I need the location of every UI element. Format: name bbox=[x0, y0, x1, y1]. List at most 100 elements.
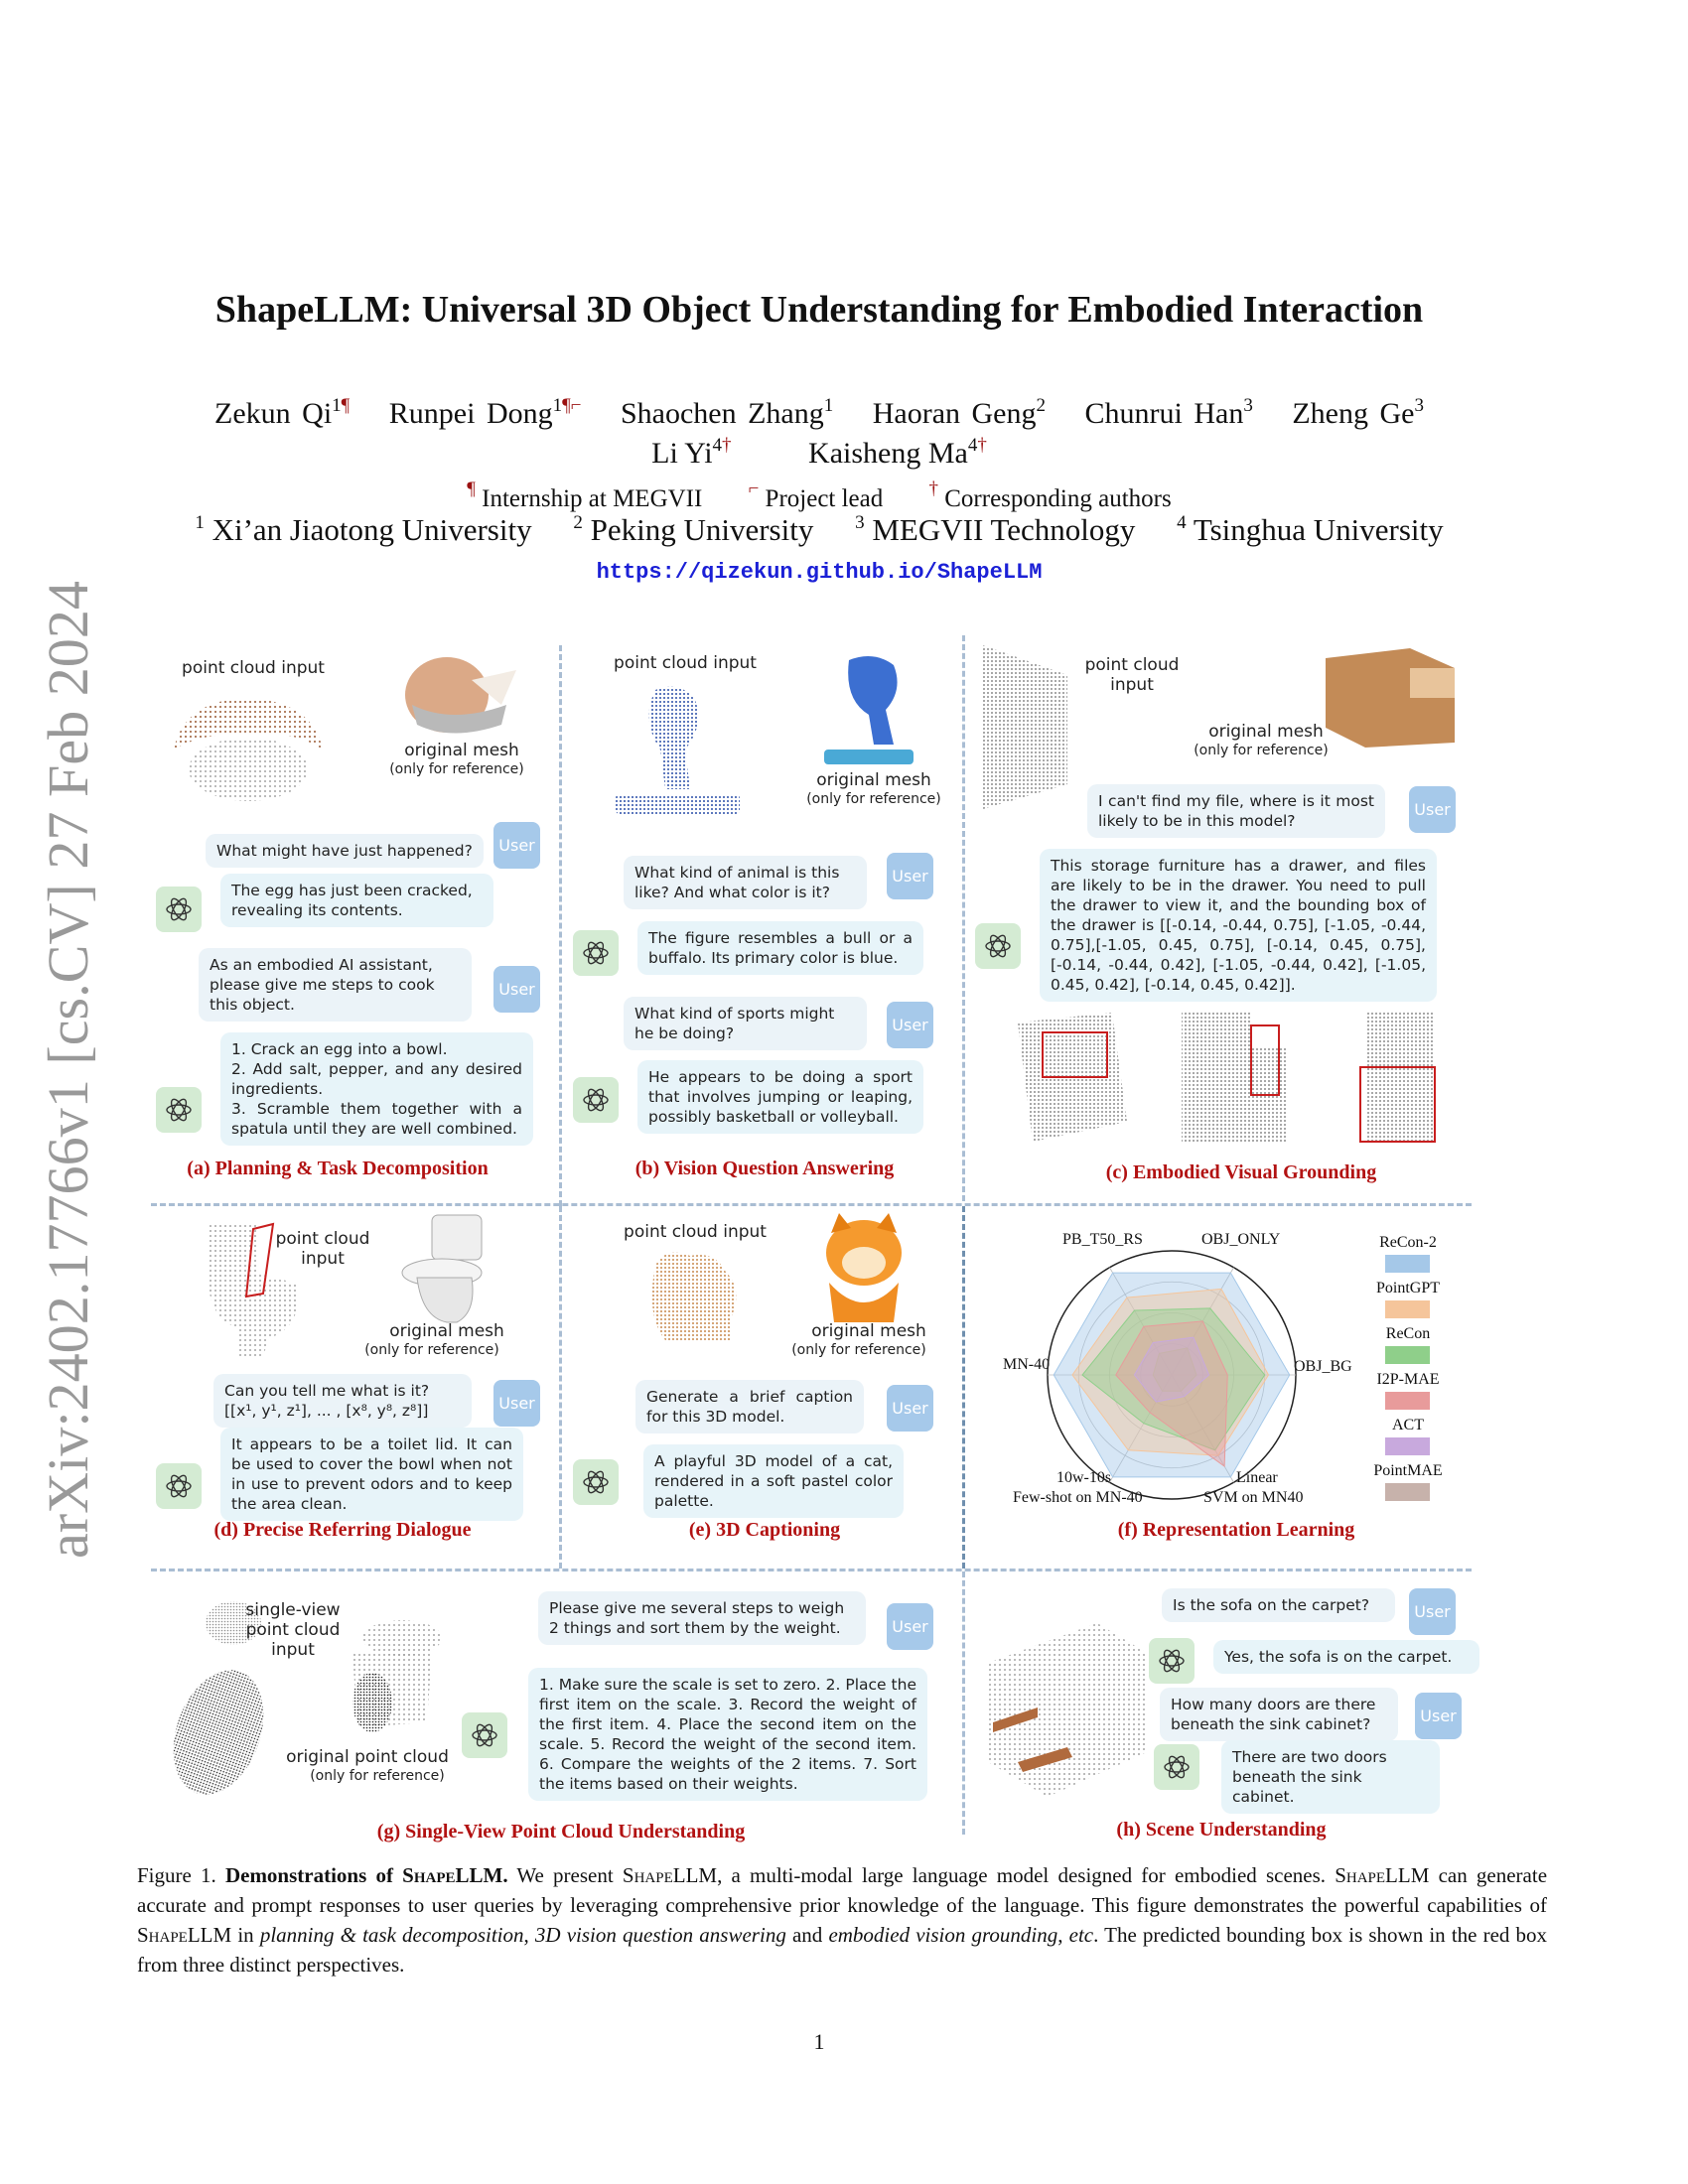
grid-divider bbox=[962, 635, 965, 1201]
caption-name: ShapeLLM bbox=[1335, 1863, 1430, 1887]
caption-text: and bbox=[791, 1923, 823, 1947]
user-question: Please give me several steps to weigh 2 … bbox=[538, 1591, 866, 1645]
author: Li Yi4† bbox=[651, 435, 732, 470]
caption-text: in bbox=[237, 1923, 254, 1947]
user-avatar: User bbox=[493, 966, 540, 1013]
axis-label-fewshot-1: 10w-10s bbox=[1056, 1469, 1112, 1486]
legend-swatch bbox=[1385, 1392, 1430, 1410]
caption-italic: planning & task decomposition bbox=[259, 1923, 524, 1947]
pc-input-label: point cloud input bbox=[624, 1222, 767, 1242]
panel-caption: (g) Single-View Point Cloud Understandin… bbox=[376, 1821, 746, 1843]
grid-divider bbox=[151, 1203, 1472, 1206]
ai-answer: This storage furniture has a drawer, and… bbox=[1040, 849, 1437, 1002]
grid-divider bbox=[151, 1569, 1472, 1571]
user-avatar: User bbox=[493, 822, 540, 869]
author: Runpei Dong1¶⌐ bbox=[388, 395, 582, 430]
user-avatar: User bbox=[1409, 786, 1456, 833]
cabinet-point-cloud bbox=[983, 645, 1067, 809]
radar-chart bbox=[1047, 1250, 1297, 1500]
caption-text: , bbox=[523, 1923, 529, 1947]
bull-point-cloud bbox=[616, 686, 740, 814]
affiliations: 1 Xi’an Jiaotong University 2 Peking Uni… bbox=[195, 512, 1444, 547]
caption-italic: embodied vision grounding bbox=[828, 1923, 1058, 1947]
user-question: Can you tell me what is it? [[x¹, y¹, z¹… bbox=[213, 1374, 472, 1428]
orig-mesh-label: original mesh bbox=[811, 1321, 926, 1341]
atom-icon bbox=[975, 923, 1021, 969]
project-url-link[interactable]: https://qizekun.github.io/ShapeLLM bbox=[596, 560, 1043, 585]
panel-caption: (f) Representation Learning bbox=[1117, 1519, 1355, 1541]
atom-icon bbox=[573, 930, 619, 976]
page-number: 1 bbox=[813, 2029, 825, 2054]
author: Chunrui Han3 bbox=[1084, 395, 1253, 430]
toilet-mesh bbox=[401, 1214, 483, 1323]
axis-label-mn40: MN-40 bbox=[1003, 1356, 1051, 1373]
single-view-point-cloud bbox=[173, 1601, 264, 1795]
user-avatar: User bbox=[493, 1380, 540, 1427]
atom-icon bbox=[156, 1463, 202, 1509]
user-question: I can't find my file, where is it most l… bbox=[1087, 784, 1385, 838]
ai-answer: 1. Make sure the scale is set to zero. 2… bbox=[528, 1668, 927, 1801]
ai-answer: The figure resembles a bull or a buffalo… bbox=[637, 921, 923, 975]
user-question: What kind of animal is this like? And wh… bbox=[624, 856, 867, 909]
legend-swatch bbox=[1385, 1483, 1430, 1501]
room-point-cloud bbox=[988, 1623, 1147, 1797]
legend-label: I2P-MAE bbox=[1376, 1371, 1440, 1388]
egg-point-cloud bbox=[174, 698, 323, 801]
author: Zekun Qi1¶ bbox=[214, 395, 351, 430]
cat-point-cloud bbox=[651, 1252, 737, 1340]
ai-answer: He appears to be doing a sport that invo… bbox=[637, 1060, 923, 1134]
orig-mesh-label: original mesh bbox=[816, 770, 931, 790]
radar-series-pointmae bbox=[1152, 1347, 1197, 1392]
arxiv-identifier: arXiv:2402.17766v1 [cs.CV] 27 Feb 2024 bbox=[36, 581, 99, 1559]
caption-italic: 3D vision question answering bbox=[534, 1923, 786, 1947]
pc-input-label: point cloud input bbox=[1084, 655, 1180, 695]
panel-caption: (c) Embodied Visual Grounding bbox=[1105, 1161, 1377, 1183]
caption-name: ShapeLLM bbox=[137, 1923, 232, 1947]
caption-italic: etc bbox=[1068, 1923, 1094, 1947]
only-ref-label: (only for reference) bbox=[364, 1342, 499, 1358]
cat-mesh bbox=[826, 1213, 902, 1322]
legend-label: PointGPT bbox=[1375, 1280, 1440, 1297]
legend-label: ACT bbox=[1392, 1417, 1424, 1433]
axis-label-obj-bg: OBJ_BG bbox=[1294, 1358, 1352, 1375]
paper-title: ShapeLLM: Universal 3D Object Understand… bbox=[214, 289, 1424, 331]
radar-series-i2p-mae bbox=[1115, 1320, 1228, 1467]
figure-label: Figure 1. bbox=[137, 1863, 216, 1887]
radar-axis-line bbox=[1109, 1267, 1173, 1376]
caption-text: We present bbox=[516, 1863, 614, 1887]
grid-divider bbox=[962, 1206, 965, 1569]
panel-caption: (h) Scene Understanding bbox=[1116, 1819, 1327, 1841]
authors-line-2: Li Yi4† Kaisheng Ma4† bbox=[0, 435, 1638, 471]
orig-mesh-label: original mesh bbox=[1208, 722, 1324, 742]
orig-mesh-label: original mesh bbox=[404, 741, 519, 760]
only-ref-label: (only for reference) bbox=[791, 1342, 926, 1358]
user-question: As an embodied AI assistant, please give… bbox=[199, 948, 472, 1022]
bull-mesh bbox=[824, 656, 914, 764]
single-view-label: single-view point cloud input bbox=[245, 1600, 341, 1660]
legend-swatch bbox=[1385, 1437, 1430, 1455]
caption-bold-name: ShapeLLM. bbox=[402, 1863, 508, 1887]
user-question: Is the sofa on the carpet? bbox=[1162, 1588, 1395, 1622]
orig-mesh-label: original mesh bbox=[389, 1321, 504, 1341]
bbox-view-2 bbox=[1182, 1013, 1286, 1142]
user-question: How many doors are there beneath the sin… bbox=[1160, 1688, 1398, 1741]
user-avatar: User bbox=[1409, 1588, 1456, 1635]
legend-label: PointMAE bbox=[1373, 1462, 1443, 1479]
user-avatar: User bbox=[887, 1385, 933, 1432]
pc-input-label: point cloud input bbox=[182, 658, 325, 678]
ai-answer: It appears to be a toilet lid. It can be… bbox=[220, 1428, 523, 1521]
ai-answer: The egg has just been cracked, revealing… bbox=[220, 874, 493, 927]
caption-text: . The predicted bounding box is shown in… bbox=[137, 1923, 1548, 1977]
user-question: What kind of sports might he be doing? bbox=[624, 997, 867, 1050]
caption-name: ShapeLLM bbox=[622, 1863, 718, 1887]
only-ref-label: (only for reference) bbox=[1194, 743, 1329, 758]
question-line: Can you tell me what is it? bbox=[224, 1382, 430, 1400]
radar-axis-line bbox=[1171, 1374, 1234, 1483]
orig-pc-label: original point cloud bbox=[286, 1747, 449, 1767]
legend-swatch bbox=[1385, 1300, 1430, 1318]
user-question: Generate a brief caption for this 3D mod… bbox=[635, 1380, 864, 1433]
author: Haoran Geng2 bbox=[872, 395, 1046, 430]
panel-caption: (e) 3D Captioning bbox=[688, 1519, 841, 1541]
legend-label: ReCon-2 bbox=[1379, 1234, 1437, 1251]
user-avatar: User bbox=[887, 853, 933, 899]
